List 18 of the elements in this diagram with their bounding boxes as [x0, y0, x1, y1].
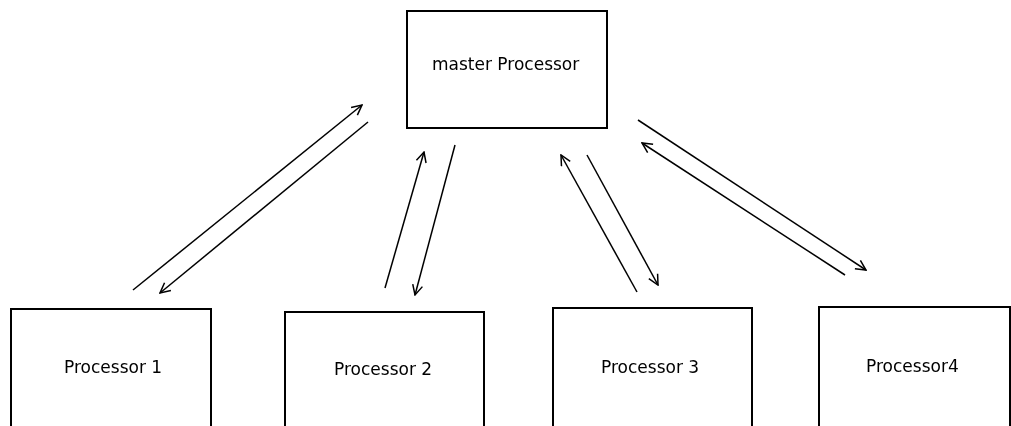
box-label: master Processor: [432, 52, 580, 76]
box-label: Processor 1: [64, 356, 163, 380]
box-label: Processor 3: [601, 355, 700, 379]
arrow: [159, 121, 369, 294]
arrow: [586, 154, 659, 286]
arrow: [637, 119, 867, 271]
processor-box: [818, 306, 1011, 426]
arrow: [560, 154, 638, 293]
processor-box: [10, 308, 212, 426]
arrow: [384, 151, 427, 289]
arrow: [641, 142, 846, 276]
box-label: Processor4: [866, 355, 959, 379]
arrow: [412, 144, 456, 296]
arrow: [132, 104, 363, 291]
box-label: Processor 2: [334, 357, 433, 381]
processor-box: [406, 10, 608, 129]
processor-box: [552, 307, 753, 426]
processor-box: [284, 311, 485, 426]
